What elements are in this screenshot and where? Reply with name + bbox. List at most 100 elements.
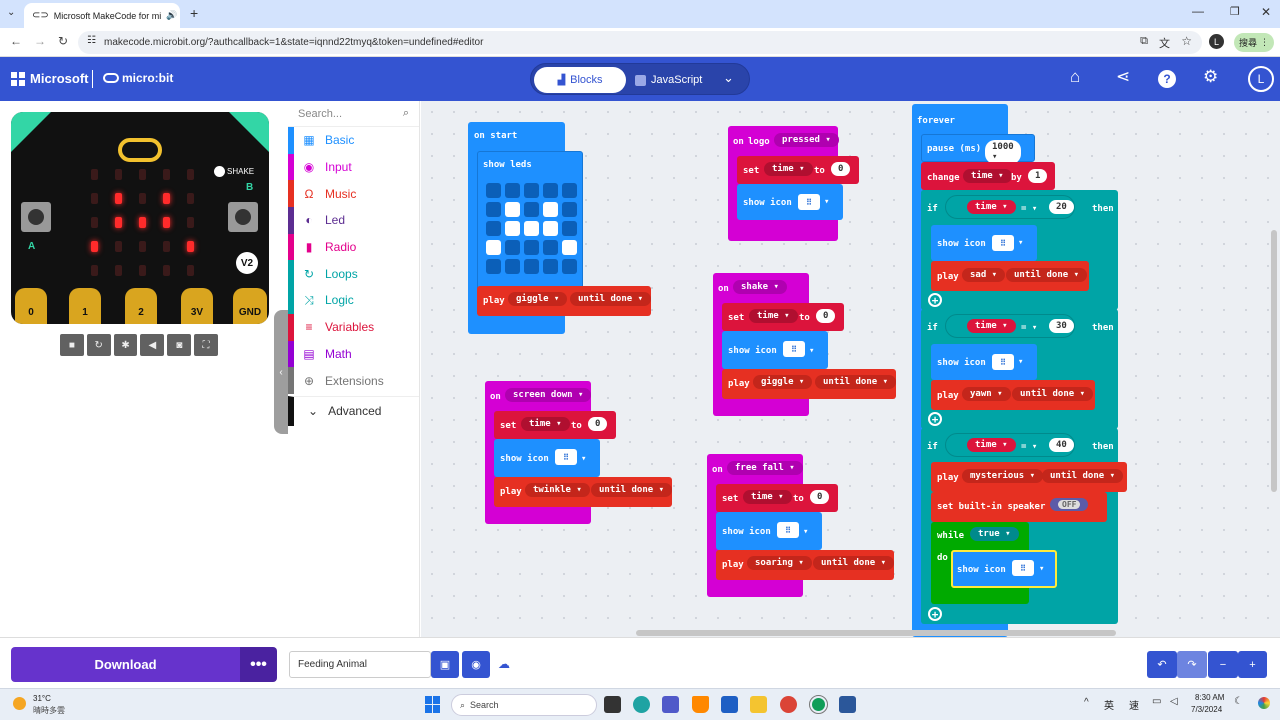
led-editor-cell[interactable] (562, 221, 577, 236)
toolbox-category-extensions[interactable]: ⊕Extensions (288, 367, 419, 394)
ime-mode[interactable]: 速 (1129, 701, 1139, 712)
icon-picker[interactable]: ⠿ (992, 235, 1014, 251)
add-else-plus-icon[interactable]: + (928, 412, 942, 426)
language-dropdown-chevron-icon[interactable]: ⌄ (723, 70, 734, 85)
microbit-logo[interactable]: micro:bit (103, 71, 173, 85)
fullscreen-icon[interactable]: ⛶ (194, 334, 218, 356)
weather-sun-icon[interactable] (13, 697, 26, 710)
icon-picker-chevron-icon[interactable]: ▾ (809, 346, 815, 356)
collapse-simulator-handle[interactable]: ‹ (274, 310, 288, 434)
chrome-active-icon[interactable] (809, 695, 828, 714)
sound-dropdown[interactable]: soaring ▾ (747, 556, 812, 570)
pin-0[interactable]: 0 (15, 288, 47, 324)
led-editor-cell[interactable] (562, 183, 577, 198)
shake-gesture-button[interactable]: SHAKE (214, 166, 254, 177)
led-editor-cell[interactable] (543, 259, 558, 274)
led-editor-cell[interactable] (543, 240, 558, 255)
save-button[interactable]: ▣ (431, 651, 459, 678)
sound-dropdown[interactable]: sad ▾ (962, 268, 1006, 282)
variable-dropdown[interactable]: time ▾ (743, 490, 792, 504)
led-editor-cell[interactable] (486, 240, 501, 255)
toolbox-category-loops[interactable]: ↻Loops (288, 260, 419, 288)
pin-1[interactable]: 1 (69, 288, 101, 324)
clock-date[interactable]: 7/3/2024 (1191, 705, 1223, 714)
led-editor-cell[interactable] (524, 240, 539, 255)
download-more-button[interactable]: ••• (240, 647, 277, 682)
vertical-scrollbar[interactable] (1271, 230, 1277, 492)
led-editor-cell[interactable] (543, 202, 558, 217)
value-input[interactable]: 0 (831, 162, 851, 176)
microbit-board[interactable]: SHAKE B A V2 0 1 2 3V GND (11, 112, 269, 324)
led-editor-cell[interactable] (505, 202, 520, 217)
led-editor-cell[interactable] (524, 221, 539, 236)
toolbox-category-radio[interactable]: ▮Radio (288, 233, 419, 261)
sound-dropdown[interactable]: twinkle ▾ (525, 483, 590, 497)
add-else-plus-icon[interactable]: + (928, 607, 942, 621)
browser-profile-avatar[interactable]: L (1209, 34, 1224, 49)
button-a[interactable] (21, 202, 51, 232)
toolbox-advanced[interactable]: ⌄ Advanced (288, 395, 419, 426)
led-editor-cell[interactable] (505, 221, 520, 236)
variable-dropdown[interactable]: time ▾ (764, 162, 813, 176)
operator-dropdown[interactable]: = ▾ (1021, 323, 1038, 333)
led-editor-cell[interactable] (543, 221, 558, 236)
operator-dropdown[interactable]: = ▾ (1021, 442, 1038, 452)
toolbox-category-variables[interactable]: ≡Variables (288, 313, 419, 341)
gesture-dropdown[interactable]: shake ▾ (733, 280, 787, 294)
led-editor-cell[interactable] (505, 183, 520, 198)
while-condition-dropdown[interactable]: true ▾ (970, 527, 1019, 541)
file-explorer-icon[interactable] (750, 696, 767, 713)
led-editor-cell[interactable] (524, 202, 539, 217)
network-icon[interactable]: ▭ (1152, 696, 1162, 707)
sound-dropdown[interactable]: giggle ▾ (508, 292, 568, 306)
pause-duration-dropdown[interactable]: 1000 ▾ (985, 140, 1021, 164)
task-view-icon[interactable] (604, 696, 621, 713)
compare-value-input[interactable]: 30 (1049, 319, 1074, 333)
led-editor-cell[interactable] (524, 183, 539, 198)
icon-picker[interactable]: ⠿ (555, 449, 577, 465)
variable-dropdown[interactable]: time ▾ (521, 417, 570, 431)
volume-icon[interactable]: ◁ (1170, 696, 1178, 707)
icon-picker-chevron-icon[interactable]: ▾ (1039, 564, 1045, 574)
tray-chevron-icon[interactable]: ^ (1084, 697, 1089, 708)
show-icon-block-selected[interactable] (951, 550, 1057, 588)
toolbox-category-led[interactable]: ◐Led (288, 207, 419, 234)
icon-picker[interactable]: ⠿ (777, 522, 799, 538)
windows-start-icon[interactable] (425, 696, 442, 713)
cast-icon[interactable]: ⧉ (1140, 35, 1148, 47)
blocks-workspace[interactable]: on start show leds play giggle ▾ until d… (421, 101, 1280, 637)
window-close-icon[interactable]: ✕ (1261, 5, 1272, 19)
led-editor-cell[interactable] (505, 240, 520, 255)
undo-button[interactable]: ↶ (1147, 651, 1177, 678)
led-editor-cell[interactable] (505, 259, 520, 274)
debug-bug-icon[interactable]: ✱ (113, 334, 138, 356)
stop-icon[interactable]: ■ (60, 334, 84, 356)
variable-dropdown[interactable]: time ▾ (749, 309, 798, 323)
variable-dropdown[interactable]: time ▾ (967, 200, 1016, 214)
download-button[interactable]: Download (11, 647, 240, 682)
toolbox-search[interactable]: Search... ⌕ (288, 101, 419, 127)
variable-dropdown[interactable]: time ▾ (967, 319, 1016, 333)
play-mode-dropdown[interactable]: until done ▾ (570, 292, 652, 306)
mute-speaker-icon[interactable]: ◀ (140, 334, 165, 356)
icon-picker[interactable]: ⠿ (1012, 560, 1034, 576)
github-button[interactable]: ◉ (462, 651, 490, 678)
horizontal-scrollbar[interactable] (636, 630, 1116, 636)
store-icon[interactable] (721, 696, 738, 713)
logo-touch-sensor[interactable] (118, 138, 162, 162)
pin-gnd[interactable]: GND (233, 288, 267, 324)
gesture-dropdown[interactable]: free fall ▾ (727, 461, 803, 475)
tab-search-icon[interactable]: ⌄ (7, 7, 16, 18)
bookmark-star-icon[interactable]: ☆ (1181, 34, 1192, 48)
logo-event-dropdown[interactable]: pressed ▾ (774, 133, 839, 147)
sound-dropdown[interactable]: yawn ▾ (962, 387, 1011, 401)
pin-2[interactable]: 2 (125, 288, 157, 324)
clock-time[interactable]: 8:30 AM (1195, 693, 1225, 702)
redo-button[interactable]: ↷ (1177, 651, 1207, 678)
edge-icon[interactable] (633, 696, 650, 713)
url-input[interactable]: ☷ makecode.microbit.org/?authcallback=1&… (78, 31, 1202, 54)
share-icon[interactable]: ⋖ (1116, 67, 1131, 86)
forward-icon[interactable]: → (34, 34, 46, 48)
toolbox-search-input[interactable]: Search... (298, 107, 343, 120)
value-input[interactable]: 0 (588, 417, 608, 431)
